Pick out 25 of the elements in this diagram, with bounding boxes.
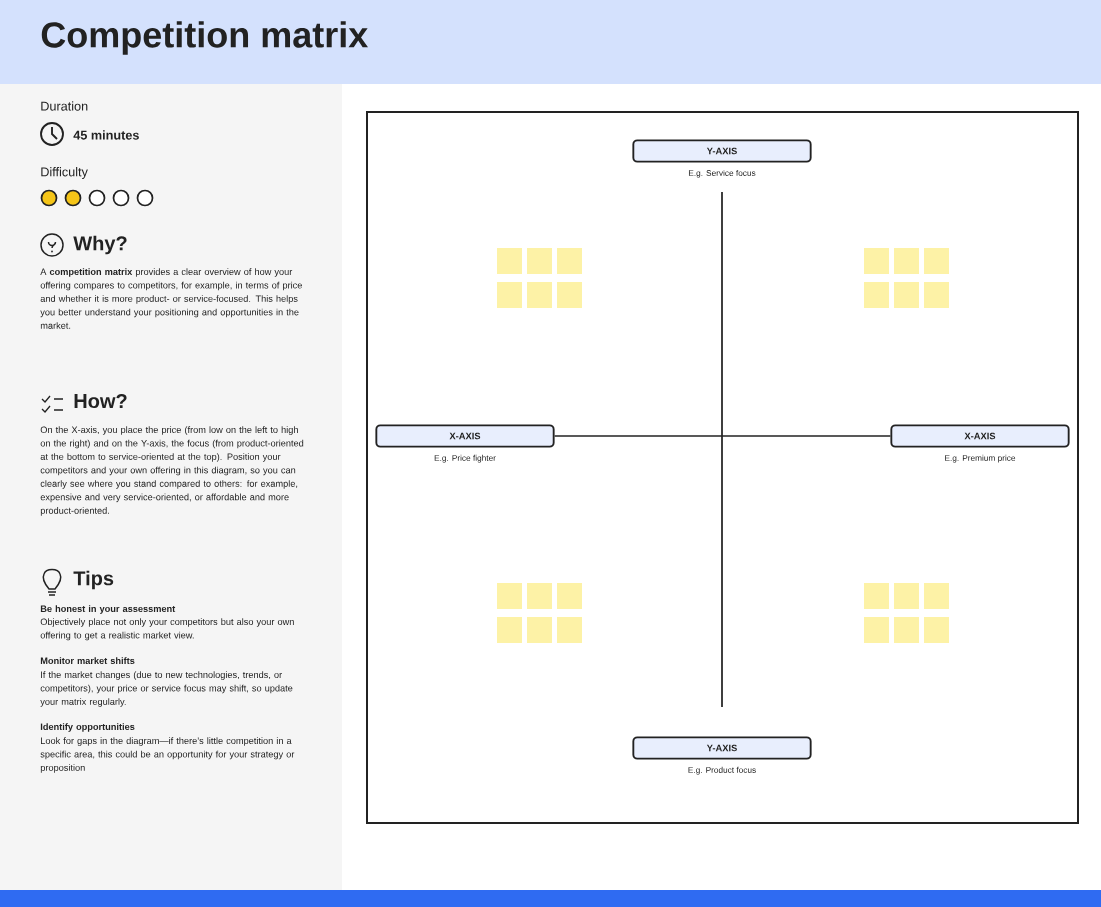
section-heading: Why? [73, 235, 127, 255]
axis-label-box: X-AXIS [375, 424, 555, 448]
field-label: Duration [41, 101, 88, 111]
axis-line [553, 435, 892, 437]
axis-label-box: Y-AXIS [632, 139, 812, 163]
axis-label-box: X-AXIS [890, 424, 1070, 448]
axis-label-box: Y-AXIS [632, 736, 812, 760]
paragraph: If the market changes (due to new technologies, trends, or competitors), your price or service focus may shift, so update your matrix regularly. [40, 671, 293, 707]
paragraph: Objectively place not only your competitors but also your own offering to get a realistic market view. [40, 618, 294, 641]
paragraph: A competition matrix provides a clear overview of how your offering compares to competitors, for example, in terms of price and whether it is more product- or service-focused. This helps you better understand your positioning and opportunities in the market. [40, 268, 302, 329]
tip-heading: Be honest in your assessment [40, 605, 176, 614]
tip-heading: Identify opportunities [40, 723, 135, 732]
axis-caption: E.g. Service focus [689, 169, 756, 178]
section-heading: How? [74, 393, 127, 409]
axis-caption: E.g. Premium price [945, 454, 1016, 463]
paragraph: Look for gaps in the diagram—if there’s little competition in a specific area, this could be an opportunity for your strategy or proposition [40, 737, 295, 773]
axis-caption: E.g. Product focus [688, 766, 756, 775]
tip-heading: Monitor market shifts [40, 657, 135, 664]
axis-line [721, 191, 723, 708]
section-heading: Tips [73, 570, 114, 590]
duration-value: 45 minutes [73, 130, 139, 140]
field-label: Difficulty [41, 167, 88, 179]
axis-caption: E.g. Price fighter [434, 454, 496, 463]
title: Competition matrix [41, 21, 368, 55]
paragraph: On the X-axis, you place the price (from low on the left to high on the right) and on the Y-axis, the focus (from product-oriented at the bottom to service-oriented at the top). Position your competitors and your own offering in this diagram, so you can clearly see where you stand compared to others: for example, expensive and very service-oriented, or affordable and more product-oriented. [40, 426, 304, 516]
